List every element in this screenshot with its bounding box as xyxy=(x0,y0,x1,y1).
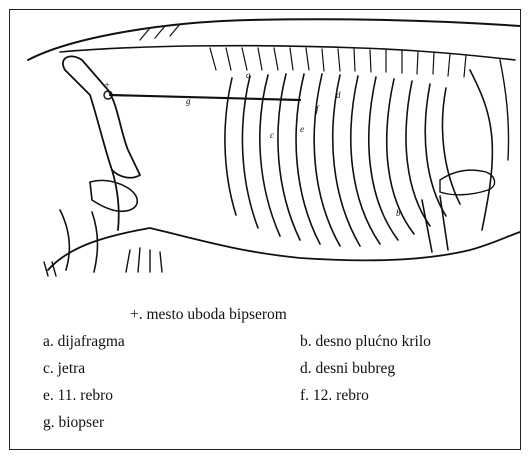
legend-item-f: f. 12. rebro xyxy=(300,388,369,404)
legend-item-b: b. desno plućno krilo xyxy=(300,334,431,350)
legend-title: +. mesto uboda bipserom xyxy=(130,307,287,323)
legend-item-d: d. desni bubreg xyxy=(300,361,395,377)
legend-item-g: g. biopser xyxy=(43,415,104,431)
legend-item-c: c. jetra xyxy=(43,361,85,377)
legend-item-a: a. dijafragma xyxy=(43,334,125,350)
legend-item-e: e. 11. rebro xyxy=(43,388,113,404)
